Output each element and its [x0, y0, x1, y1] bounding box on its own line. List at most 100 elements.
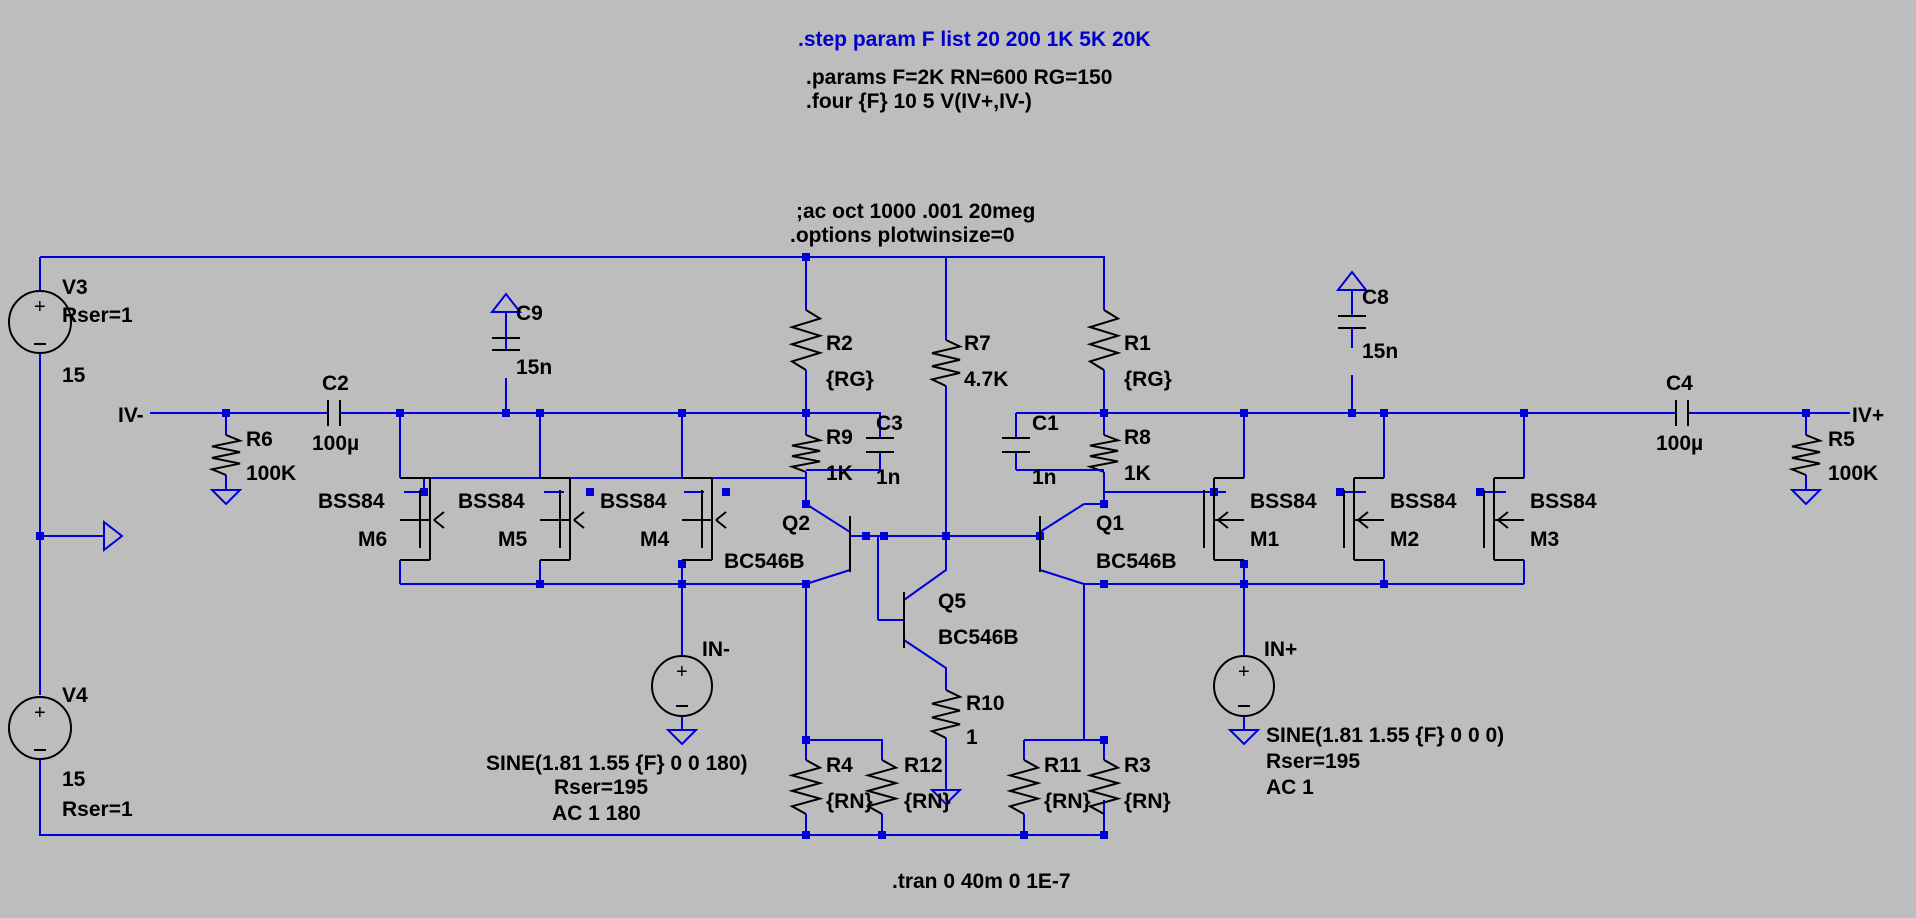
four-directive: .four {F} 10 5 V(IV+,IV-): [806, 90, 1032, 113]
m3-model: BSS84: [1530, 490, 1597, 513]
m1-name: M1: [1250, 528, 1279, 551]
v3-param: Rser=1: [62, 304, 133, 327]
m4-name: M4: [640, 528, 669, 551]
c2-name: C2: [322, 372, 349, 395]
m5-model: BSS84: [458, 490, 525, 513]
q5-name: Q5: [938, 590, 966, 613]
mosfet-m3[interactable]: [1483, 477, 1524, 561]
capacitor-c4[interactable]: [1675, 400, 1689, 426]
capacitor-c3[interactable]: [806, 437, 894, 471]
r1-value: {RG}: [1124, 368, 1172, 391]
q2-name: Q2: [782, 512, 810, 535]
resistor-r2[interactable]: [788, 309, 824, 371]
net-label-in-minus: IN-: [702, 638, 730, 661]
c4-name: C4: [1666, 372, 1693, 395]
r4-value: {RN}: [826, 790, 873, 813]
r1-name: R1: [1124, 332, 1151, 355]
mosfet-m6[interactable]: [400, 477, 445, 561]
resistor-r10[interactable]: [929, 689, 963, 739]
r2-name: R2: [826, 332, 853, 355]
resistor-r1[interactable]: [1086, 309, 1122, 371]
ground-r6-icon: [209, 489, 243, 506]
resistor-r4[interactable]: [788, 759, 824, 815]
mosfet-m5[interactable]: [540, 477, 585, 561]
r8-name: R8: [1124, 426, 1151, 449]
r12-name: R12: [904, 754, 943, 777]
m4-model: BSS84: [600, 490, 667, 513]
r5-value: 100K: [1828, 462, 1878, 485]
ground-r10-icon: [929, 789, 963, 806]
supply-v3[interactable]: +: [8, 290, 72, 354]
v4-value: 15: [62, 768, 86, 791]
c1-value: 1n: [1032, 466, 1057, 489]
resistor-r9[interactable]: [788, 434, 824, 473]
capacitor-c9[interactable]: [489, 292, 523, 351]
r6-name: R6: [246, 428, 273, 451]
in-minus-line1: SINE(1.81 1.55 {F} 0 0 180): [486, 752, 748, 775]
c8-value: 15n: [1362, 340, 1398, 363]
mosfet-m2[interactable]: [1343, 477, 1384, 561]
mosfets: [400, 477, 1524, 561]
r2-value: {RG}: [826, 368, 874, 391]
ac-directive: ;ac oct 1000 .001 20meg: [796, 200, 1035, 223]
r10-value: 1: [966, 726, 978, 749]
svg-text:+: +: [34, 702, 46, 724]
in-minus-line2: Rser=195: [554, 776, 648, 799]
ground-flag-icon: [103, 519, 124, 553]
r4-name: R4: [826, 754, 853, 777]
r6-value: 100K: [246, 462, 296, 485]
supply-v4[interactable]: +: [8, 696, 72, 760]
q2-model: BC546B: [724, 550, 805, 573]
r3-value: {RN}: [1124, 790, 1171, 813]
resistor-r7[interactable]: [928, 339, 964, 387]
r3-name: R3: [1124, 754, 1151, 777]
resistor-r3[interactable]: [1086, 759, 1122, 815]
ground-r5-icon: [1789, 489, 1823, 506]
resistor-r5[interactable]: [1788, 434, 1824, 476]
resistor-r12[interactable]: [864, 759, 900, 815]
m6-name: M6: [358, 528, 387, 551]
r11-name: R11: [1044, 754, 1082, 777]
net-label-in-plus: IN+: [1264, 638, 1297, 661]
resistors: [208, 309, 1824, 815]
step-directive: .step param F list 20 200 1K 5K 20K: [798, 28, 1151, 51]
resistor-r8[interactable]: [1086, 434, 1122, 473]
r9-name: R9: [826, 426, 853, 449]
capacitor-c8[interactable]: [1335, 270, 1369, 348]
capacitor-c2[interactable]: [327, 400, 341, 426]
mosfet-m4[interactable]: [682, 477, 727, 561]
net-label-iv-minus: IV-: [118, 404, 144, 427]
tran-directive: .tran 0 40m 0 1E-7: [892, 870, 1071, 893]
v3-name: V3: [62, 276, 88, 299]
params-directive: .params F=2K RN=600 RG=150: [806, 66, 1112, 89]
q1-model: BC546B: [1096, 550, 1177, 573]
resistor-r6[interactable]: [208, 434, 244, 476]
r12-value: {RN}: [904, 790, 951, 813]
in-plus-line2: Rser=195: [1266, 750, 1360, 773]
svg-text:+: +: [1238, 661, 1250, 683]
v4-name: V4: [62, 684, 88, 707]
wires: [39, 256, 1850, 836]
c9-value: 15n: [516, 356, 552, 379]
m6-model: BSS84: [318, 490, 385, 513]
r7-name: R7: [964, 332, 991, 355]
m5-name: M5: [498, 528, 527, 551]
r10-name: R10: [966, 692, 1005, 715]
c2-value: 100µ: [312, 432, 359, 455]
m1-model: BSS84: [1250, 490, 1317, 513]
mosfet-m1[interactable]: [1203, 477, 1244, 561]
r11-value: {RN}: [1044, 790, 1091, 813]
source-in-minus[interactable]: +: [651, 655, 713, 746]
in-minus-line3: AC 1 180: [552, 802, 641, 825]
capacitor-c1[interactable]: [1002, 437, 1104, 471]
svg-text:+: +: [676, 661, 688, 683]
r7-value: 4.7K: [964, 368, 1008, 391]
net-label-iv-plus: IV+: [1852, 404, 1884, 427]
q1-name: Q1: [1096, 512, 1124, 535]
r9-value: 1K: [826, 462, 853, 485]
source-in-plus[interactable]: +: [1213, 655, 1275, 746]
resistor-r11[interactable]: [1006, 759, 1042, 815]
m3-name: M3: [1530, 528, 1559, 551]
c8-name: C8: [1362, 286, 1389, 309]
